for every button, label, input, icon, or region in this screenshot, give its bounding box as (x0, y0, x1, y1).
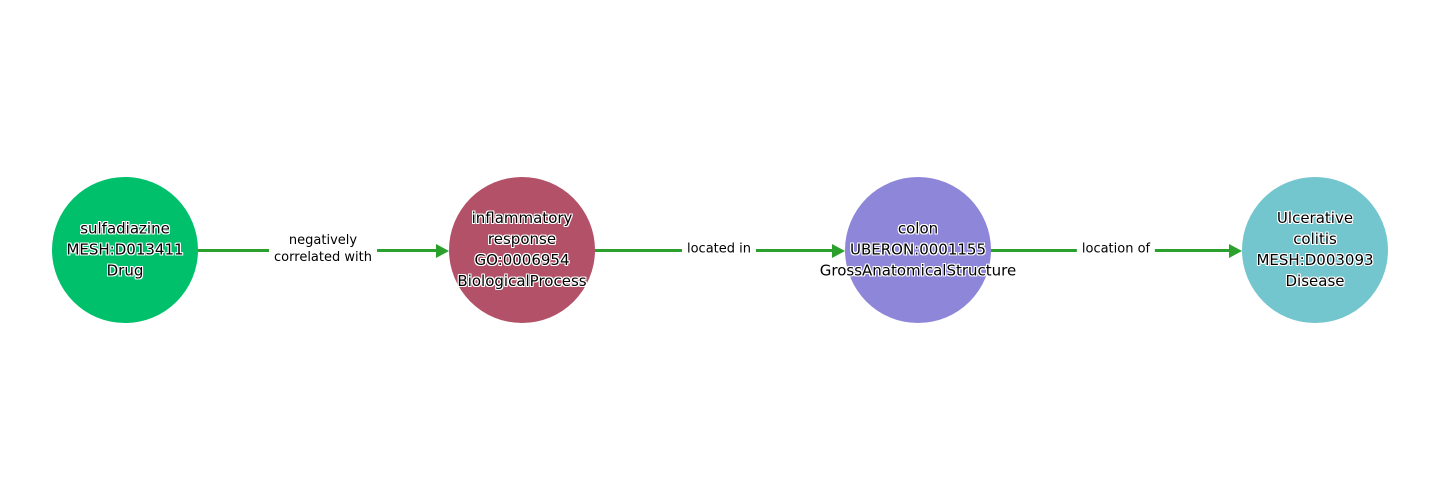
node-colon (845, 177, 991, 323)
node-ulcerative-colitis (1242, 177, 1388, 323)
edge-label-located-in: located in (681, 239, 757, 259)
arrowhead-icon (832, 243, 845, 258)
node-label-sulfadiazine: sulfadiazine MESH:D013411 Drug (66, 219, 184, 280)
edge-label-negatively-correlated-with: negatively correlated with (269, 231, 377, 267)
node-label-colon: colon UBERON:0001155 GrossAnatomicalStru… (819, 219, 1017, 280)
node-label-ulcerative-colitis: Ulcerative colitis MESH:D003093 Disease (1256, 209, 1374, 290)
node-sulfadiazine (52, 177, 198, 323)
arrowhead-icon (436, 243, 449, 258)
arrowhead-icon (1229, 243, 1242, 258)
node-inflammatory-response (449, 177, 595, 323)
node-label-inflammatory-response: inflammatory response GO:0006954 Biologi… (457, 209, 587, 290)
edge-label-location-of: location of (1076, 239, 1156, 259)
